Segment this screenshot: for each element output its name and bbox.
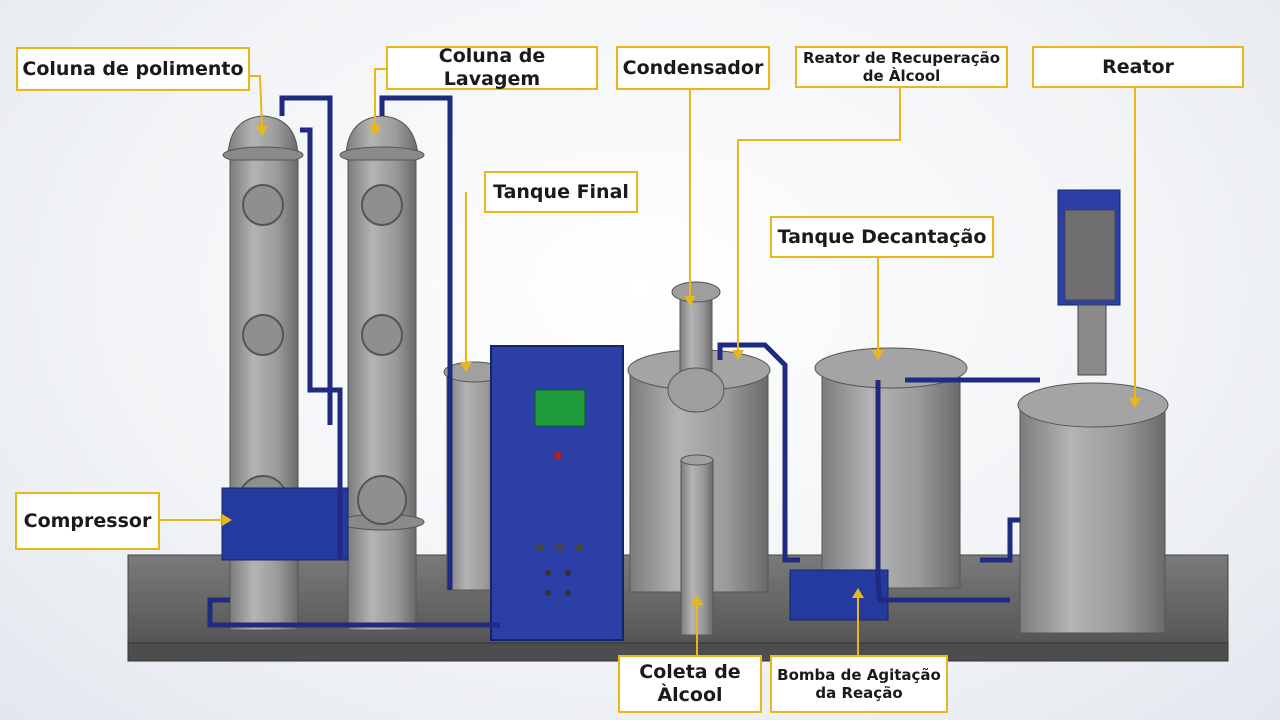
piping xyxy=(207,95,1040,628)
main-reactor xyxy=(1017,189,1169,634)
washing-column xyxy=(339,115,425,631)
label-coluna-lavagem: Coluna de Lavagem xyxy=(386,45,598,90)
label-tanque-decantacao: Tanque Decantação xyxy=(770,216,994,258)
decanting-tank xyxy=(814,347,968,589)
annotation-arrows xyxy=(160,68,1136,655)
compressor-unit xyxy=(221,487,349,561)
agitation-pump xyxy=(789,569,889,621)
label-reator-recuperacao: Reator de Recuperação de Àlcool xyxy=(795,46,1008,88)
label-bomba-agitacao: Bomba de Agitação da Reação xyxy=(770,655,948,713)
label-coluna-polimento: Coluna de polimento xyxy=(16,47,250,91)
label-tanque-final: Tanque Final xyxy=(484,171,638,213)
label-condensador: Condensador xyxy=(616,46,770,90)
label-reator: Reator xyxy=(1032,46,1244,88)
label-compressor: Compressor xyxy=(15,492,160,550)
control-panel xyxy=(490,345,624,641)
condenser xyxy=(667,281,725,413)
annotation-arrowheads xyxy=(222,126,1141,605)
label-coleta-alcool: Coleta de Àlcool xyxy=(618,655,762,713)
